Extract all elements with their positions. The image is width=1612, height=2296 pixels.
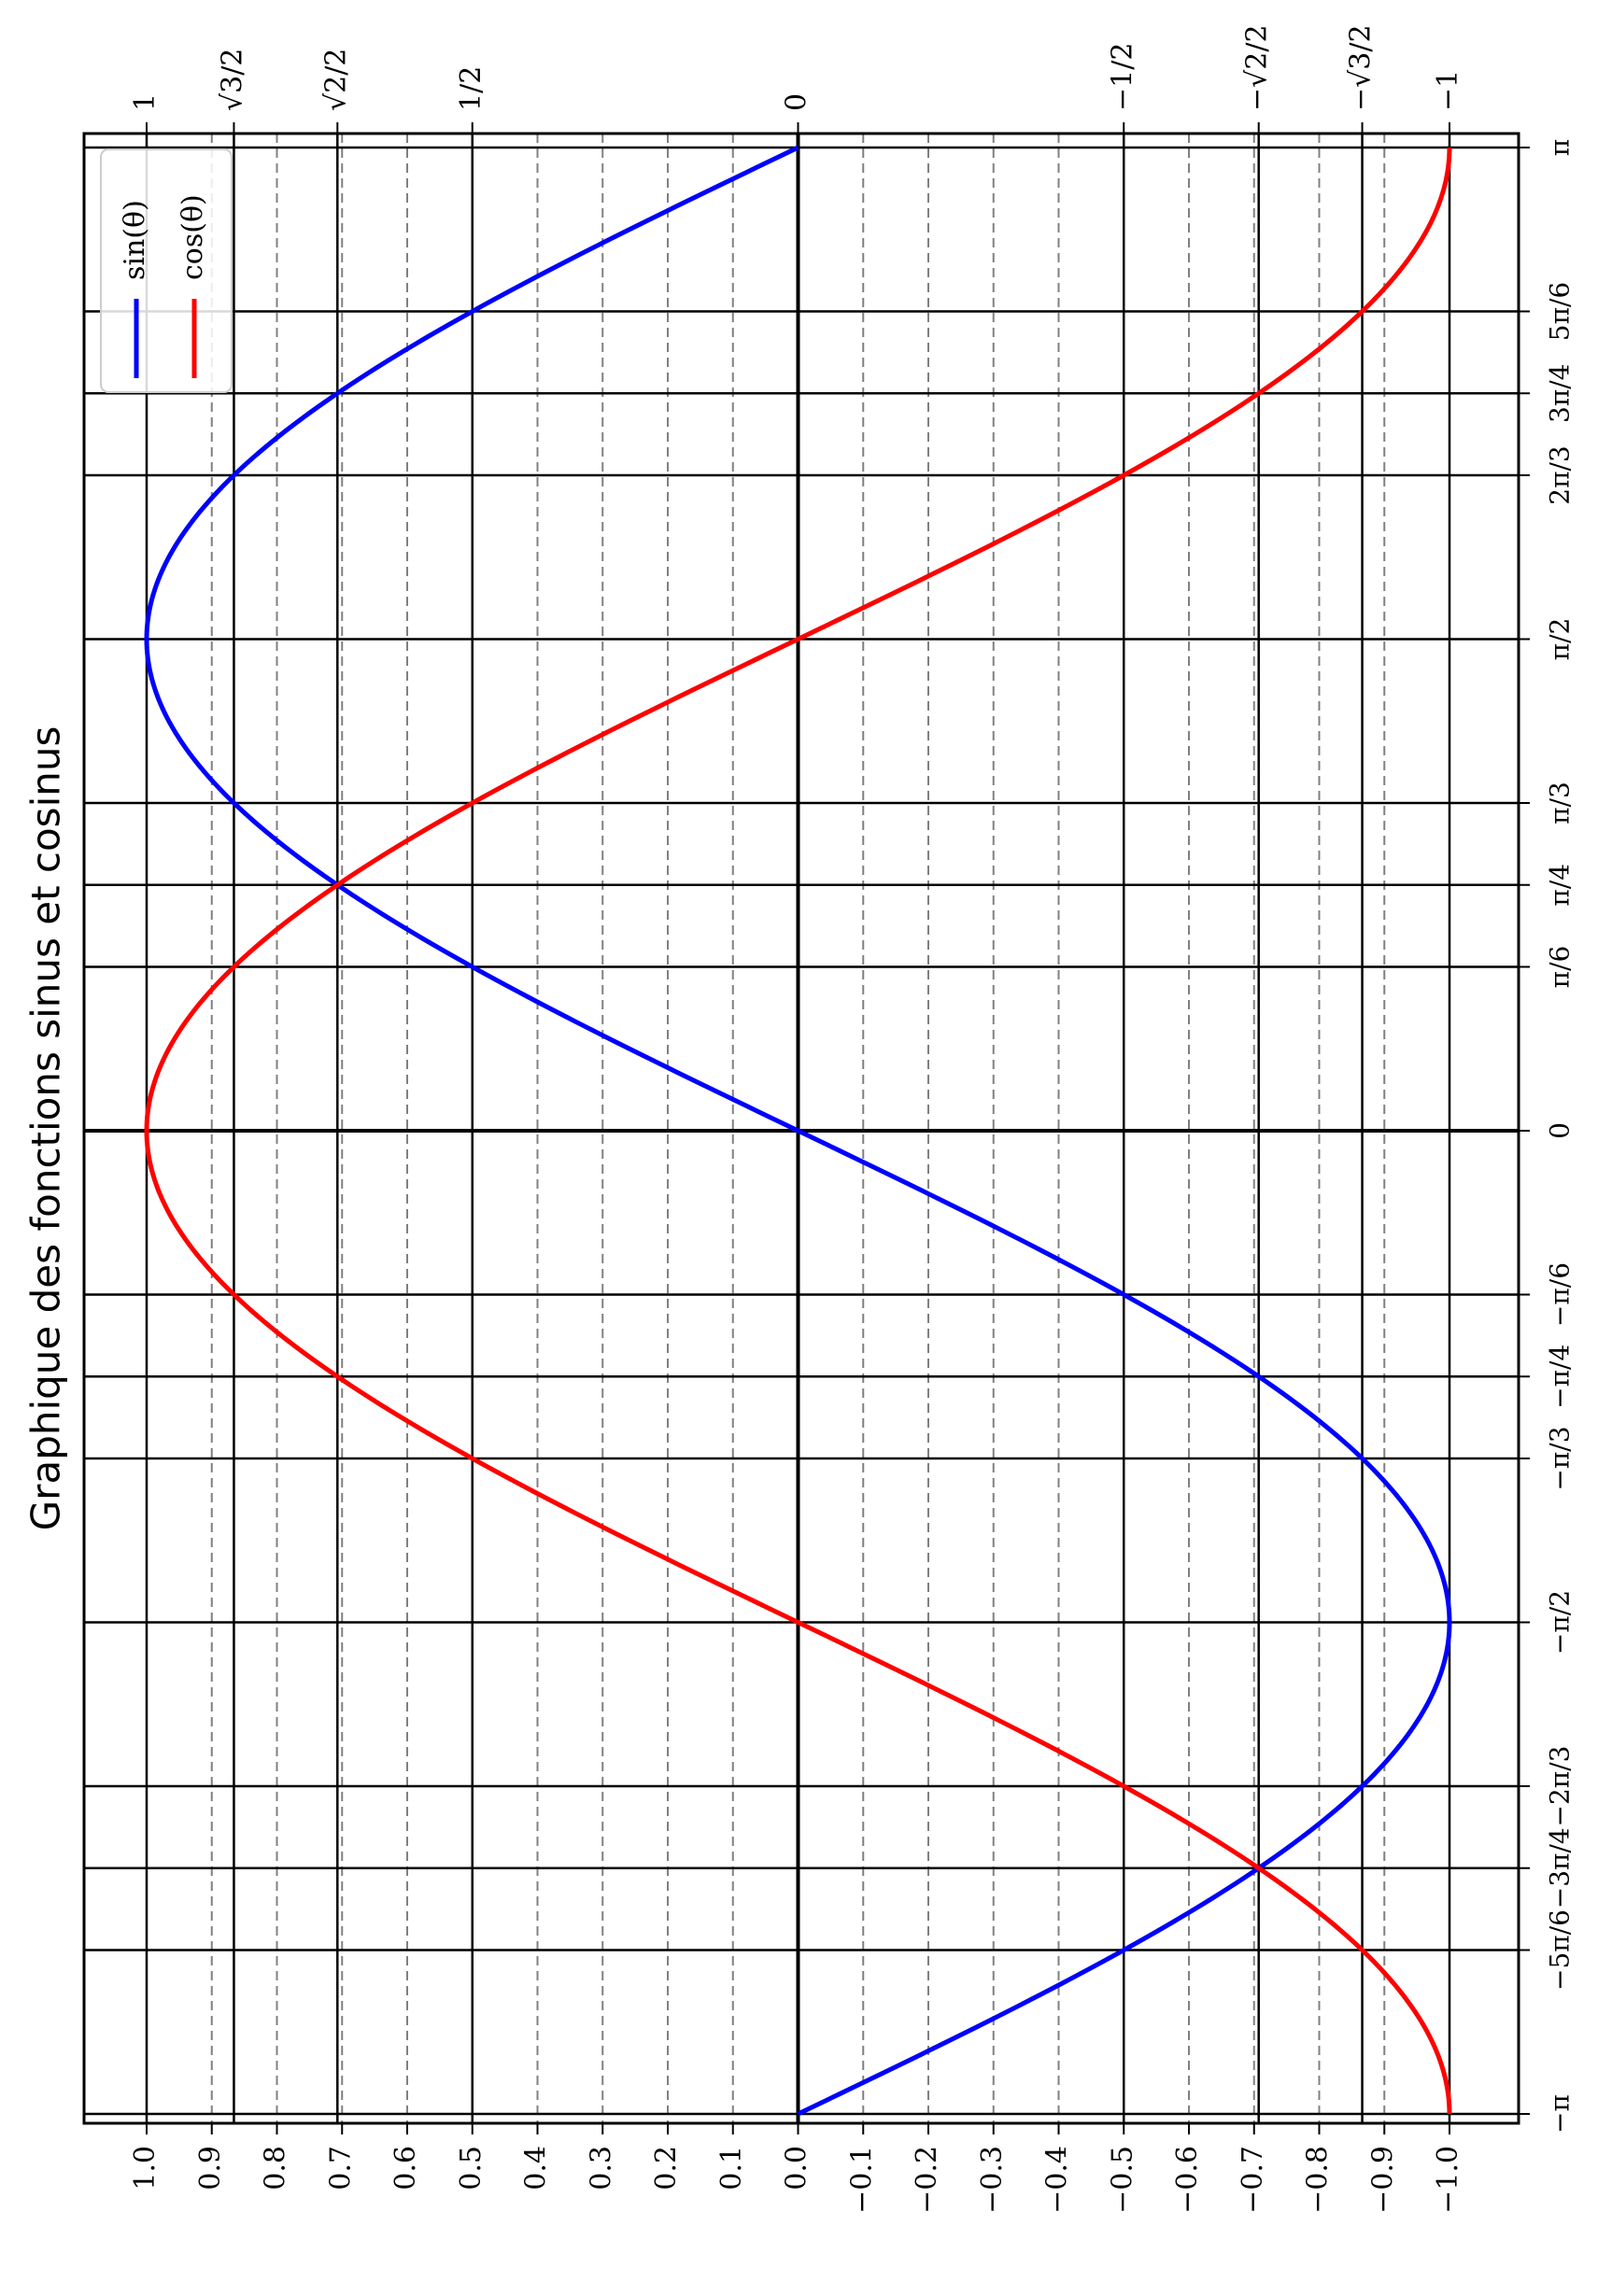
- bottom-tick-label-10: 0.0: [781, 2146, 813, 2190]
- right-tick-label-11: π/3: [1545, 782, 1576, 824]
- legend: sin(θ) cos(θ): [100, 148, 233, 393]
- bottom-tick-label-2: 0.8: [260, 2146, 292, 2190]
- right-tick-label-7: −π/6: [1545, 1262, 1576, 1327]
- top-tick-label-1: √3/2: [216, 49, 248, 111]
- bottom-tick-label-0: 1.0: [129, 2146, 162, 2190]
- legend-label-cos: cos(θ): [177, 194, 209, 280]
- legend-box: [100, 148, 233, 393]
- bottom-tick-label-9: 0.1: [715, 2146, 748, 2190]
- top-tick-label-4: 0: [781, 93, 813, 111]
- bottom-tick-label-7: 0.3: [585, 2146, 617, 2190]
- top-tick-label-7: −√3/2: [1345, 24, 1378, 111]
- bottom-tick-label-1: 0.9: [194, 2146, 227, 2190]
- right-tick-label-13: 2π/3: [1545, 445, 1576, 504]
- right-tick-label-8: 0: [1545, 1122, 1576, 1139]
- right-tick-label-14: 3π/4: [1545, 364, 1576, 423]
- right-tick-label-6: −π/4: [1545, 1345, 1576, 1409]
- legend-label-sin: sin(θ): [119, 200, 151, 280]
- bottom-tick-label-5: 0.5: [455, 2146, 488, 2190]
- bottom-tick-label-16: −0.6: [1171, 2146, 1204, 2214]
- right-tick-label-5: −π/3: [1545, 1426, 1576, 1490]
- bottom-tick-label-12: −0.2: [911, 2146, 943, 2214]
- bottom-tick-label-20: −1.0: [1432, 2146, 1464, 2214]
- right-tick-label-3: −2π/3: [1545, 1746, 1576, 1827]
- right-tick-label-9: π/6: [1545, 946, 1576, 989]
- right-tick-label-10: π/4: [1545, 864, 1576, 907]
- bottom-tick-label-3: 0.7: [324, 2146, 357, 2190]
- top-tick-label-0: 1: [129, 93, 162, 111]
- bottom-tick-label-13: −0.3: [976, 2146, 1009, 2214]
- bottom-tick-label-19: −0.9: [1366, 2146, 1399, 2214]
- right-tick-label-2: −3π/4: [1545, 1827, 1576, 1909]
- top-tick-label-2: √2/2: [319, 49, 352, 111]
- right-tick-label-4: −π/2: [1545, 1590, 1576, 1655]
- bottom-tick-label-15: −0.5: [1106, 2146, 1138, 2214]
- top-tick-label-3: 1/2: [455, 66, 488, 111]
- plot-frame-border: [82, 132, 1520, 2125]
- bottom-tick-label-8: 0.2: [650, 2146, 683, 2190]
- top-tick-label-5: −1/2: [1106, 43, 1138, 111]
- bottom-tick-label-4: 0.6: [389, 2146, 422, 2190]
- chart-title: Graphique des fonctions sinus et cosinus: [23, 726, 69, 1531]
- right-tick-label-1: −5π/6: [1545, 1909, 1576, 1991]
- top-tick-label-8: −1: [1432, 70, 1464, 111]
- bottom-tick-label-18: −0.8: [1302, 2146, 1335, 2214]
- bottom-tick-label-6: 0.4: [520, 2146, 553, 2190]
- plot-frame: [82, 132, 1520, 2125]
- bottom-tick-label-14: −0.4: [1041, 2146, 1074, 2214]
- top-tick-label-6: −√2/2: [1241, 24, 1274, 111]
- right-tick-label-16: π: [1545, 139, 1576, 156]
- bottom-tick-label-11: −0.1: [845, 2146, 878, 2214]
- right-tick-label-12: π/2: [1545, 618, 1576, 661]
- bottom-tick-label-17: −0.7: [1237, 2146, 1269, 2214]
- right-tick-label-0: −π: [1545, 2094, 1576, 2134]
- right-tick-label-15: 5π/6: [1545, 282, 1576, 341]
